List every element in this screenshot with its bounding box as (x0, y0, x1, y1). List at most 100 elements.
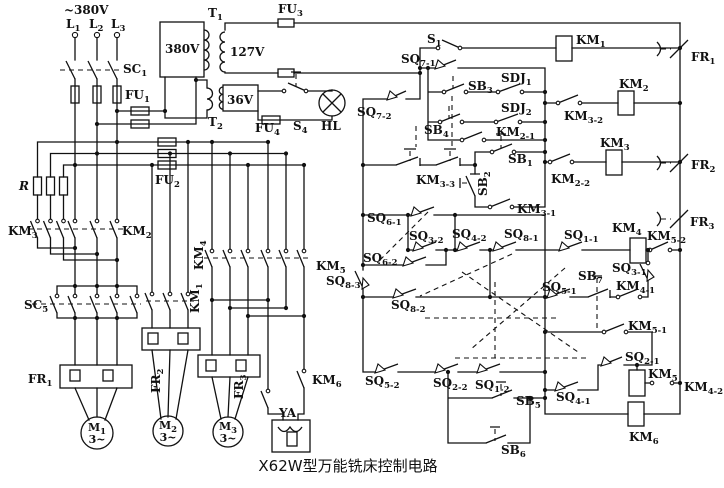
label-sb3: SB3 (468, 79, 493, 96)
t2-secondary-winding-icon (218, 86, 224, 110)
label-km2-2: KM2-2 (551, 172, 590, 189)
label-sdj1: SDJ1 (501, 71, 532, 88)
fr2-heater-icon (141, 327, 201, 351)
label-km3-bank: KM3 (8, 224, 38, 241)
label-sq8-1: SQ8-1 (504, 227, 539, 244)
label-fr3: FR3 (232, 375, 249, 400)
label-sb2: SB2 (476, 171, 493, 196)
label-r: R (18, 179, 29, 193)
label-sb7: SB7 (578, 269, 603, 286)
label-sb4: SB4 (424, 123, 449, 140)
fuse-primary-icon (130, 106, 150, 129)
label-km5-bank: KM5 (316, 259, 346, 276)
label-km4-bank: KM4 (192, 240, 209, 270)
label-sb5: SB5 (516, 394, 541, 411)
label-sq5-1: SQ5-1 (542, 280, 577, 297)
label-36v: 36V (227, 93, 254, 107)
label-fu3: FU3 (278, 2, 303, 19)
label-sq5-2: SQ5-2 (365, 374, 400, 391)
label-km2-coil: KM2 (619, 77, 649, 94)
label-l3: L3 (111, 17, 125, 34)
fuse-127-icon (277, 68, 295, 78)
label-fu2: FU2 (155, 173, 180, 190)
coil-km4 (629, 237, 647, 264)
label-sq3-2: SQ3-2 (409, 229, 444, 246)
diagram-caption: X62W型万能铣床控制电路 (258, 457, 437, 475)
resistor-r-icon (32, 176, 69, 196)
label-km1-bank: KM1 (188, 283, 205, 313)
t2-secondary-box (222, 84, 259, 112)
label-sq7-2: SQ7-2 (357, 105, 392, 122)
label-380v: 380V (165, 42, 200, 56)
coil-km3 (605, 149, 623, 176)
label-l1: L1 (66, 17, 80, 34)
fuse-fu1-icon (70, 85, 122, 104)
junction-dots (72, 45, 683, 401)
t1-secondary-winding-icon (219, 31, 226, 73)
label-sc5: SC5 (24, 298, 48, 315)
label-km5-coil: KM5 (648, 367, 678, 384)
fr3-contact-icon (656, 209, 689, 229)
label-fr1-contact: FR1 (691, 50, 716, 67)
label-m2-phase: 3~ (160, 431, 177, 444)
label-fr2: FR2 (149, 369, 166, 394)
label-s1: S1 (427, 32, 442, 49)
solenoid-ya-icon (271, 419, 311, 453)
label-sdj2: SDJ2 (501, 101, 532, 118)
label-sq6-1: SQ6-1 (367, 211, 402, 228)
label-fu4: FU4 (255, 121, 280, 138)
contact-pins (35, 45, 675, 394)
label-km3-3: KM3-3 (416, 173, 455, 190)
label-km4-1: KM4-1 (616, 279, 655, 296)
label-sq1-2: SQ1-2 (475, 378, 510, 395)
label-supply: ~380V (64, 3, 109, 17)
t1-primary-winding-icon (203, 29, 210, 71)
label-km3-coil: KM3 (600, 136, 630, 153)
label-km3-2: KM3-2 (564, 109, 603, 126)
label-km2-bank: KM2 (122, 224, 152, 241)
label-ya: YA (278, 406, 297, 420)
mechanical-links (28, 48, 671, 441)
label-fu1: FU1 (125, 88, 150, 105)
label-hl: HL (321, 119, 341, 133)
motor-m2-icon (152, 415, 184, 447)
components (32, 18, 647, 453)
fuse-fu4-icon (261, 115, 281, 125)
t2-primary-winding-icon (206, 87, 214, 111)
coil-km1 (555, 35, 573, 62)
label-sq8-3: SQ8-3 (326, 274, 361, 291)
label-km5-1: KM5-1 (628, 319, 667, 336)
label-t2: T2 (208, 115, 223, 132)
label-sq8-2: SQ8-2 (391, 298, 426, 315)
label-sq4-2: SQ4-2 (452, 227, 487, 244)
label-km6-contact: KM6 (312, 373, 342, 390)
label-fr1: FR1 (28, 372, 53, 389)
fr1-heater-icon (59, 364, 133, 389)
motor-m1-icon (80, 416, 114, 450)
label-sq7-1: SQ7-1 (401, 52, 436, 69)
label-km3-1: KM3-1 (517, 202, 556, 219)
label-s4: S4 (293, 119, 308, 136)
label-km4-coil: KM4 (612, 221, 642, 238)
label-km6-coil: KM6 (629, 430, 659, 447)
coil-km2 (617, 90, 635, 116)
transformer-wires (96, 22, 681, 125)
label-fr2-contact: FR2 (691, 158, 716, 175)
label-km4-2: KM4-2 (684, 380, 723, 397)
terminal-l1 (71, 31, 79, 39)
label-fr3-contact: FR3 (690, 215, 715, 232)
label-sq4-1: SQ4-1 (556, 390, 591, 407)
fuse-fu3-icon (277, 18, 295, 28)
label-l2: L2 (89, 17, 103, 34)
fr3-heater-icon (197, 354, 261, 378)
coil-km6 (627, 401, 645, 427)
label-m1-phase: 3~ (89, 433, 106, 446)
label-t1: T1 (208, 6, 223, 23)
label-sc1: SC1 (123, 62, 147, 79)
lamp-hl-icon (318, 89, 346, 117)
label-m3-phase: 3~ (220, 432, 237, 445)
terminal-l2 (93, 31, 101, 39)
label-sb6: SB6 (501, 443, 526, 460)
